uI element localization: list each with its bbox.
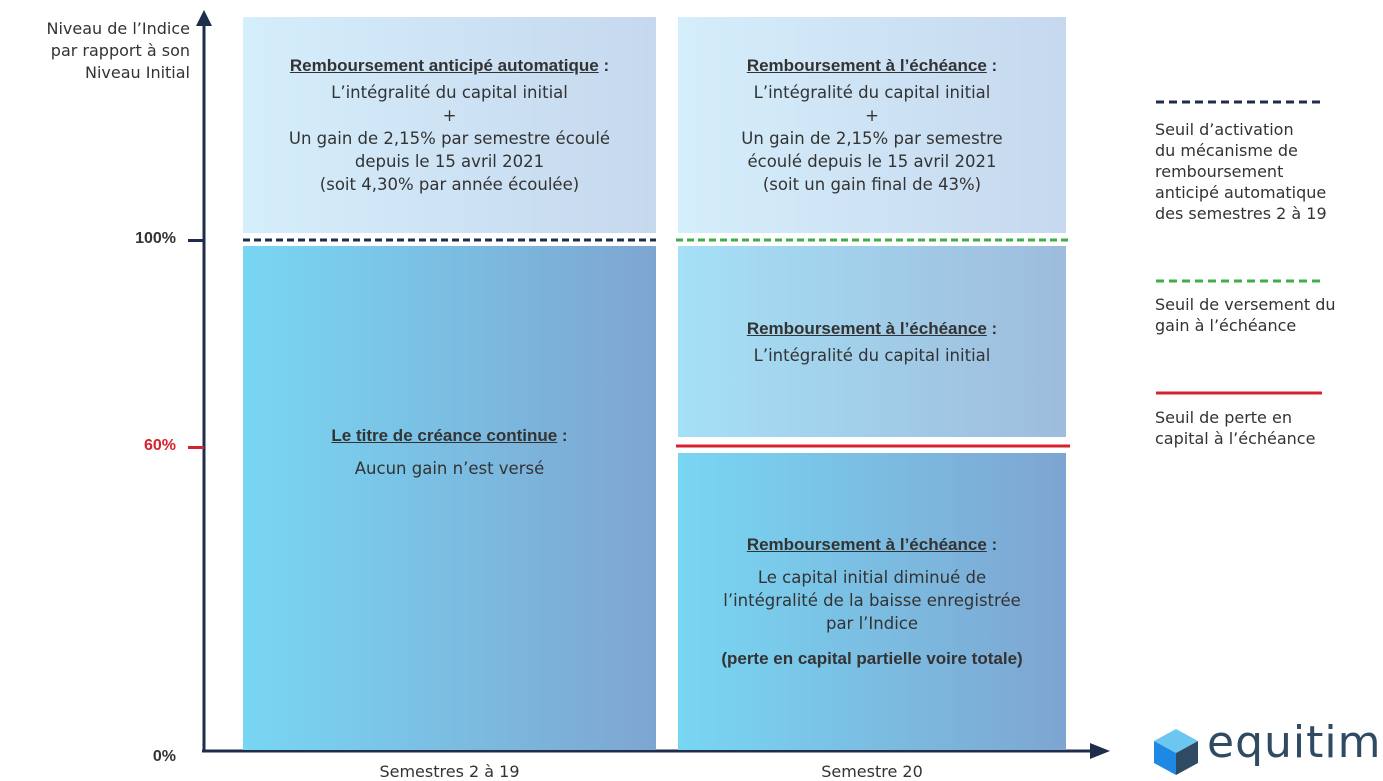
tick-label-100: 100% [135,230,176,247]
box-heading-colon: : [986,535,998,554]
box-heading: Remboursement anticipé automatique : [290,54,609,77]
y-axis-arrowhead [196,10,212,26]
legend-line: capital à l’échéance [1155,429,1316,448]
box-line: par l’Indice [825,614,919,633]
y-axis-label-line: Niveau Initial [84,63,190,82]
y-axis-label-line: par rapport à son [50,41,190,60]
x-category-semester-20: Semestre 20 [821,762,923,781]
legend-loss-text: Seuil de perte en capital à l’échéance [1155,407,1380,449]
box-heading-colon: : [986,318,998,338]
box-heading-text: Remboursement à l’échéance [746,535,987,554]
legend-line: remboursement [1155,162,1284,181]
x-category-semesters-2-19: Semestres 2 à 19 [379,762,520,781]
box-line: + [442,106,457,125]
legend-line: Seuil de versement du [1155,295,1336,314]
box-line: Un gain de 2,15% par semestre [741,129,1003,148]
box-line: (soit un gain final de 43%) [762,175,982,194]
legend-line: Seuil de perte en [1155,408,1292,427]
box-line: Le capital initial diminué de [757,568,987,587]
legend-swatches [1156,100,1322,395]
box-line: L’intégralité du capital initial [753,83,991,102]
box-line: L’intégralité du capital initial [753,345,991,365]
box-heading-text: Remboursement à l’échéance [746,56,987,75]
box-heading: Le titre de créance continue : [331,424,567,447]
box-heading-colon: : [986,56,998,75]
box-heading: Remboursement à l’échéance : [747,533,997,556]
legend-line: anticipé automatique [1155,183,1327,202]
early-redemption-box: Remboursement anticipé automatique : L’i… [243,17,656,233]
box-heading: Remboursement à l’échéance : [747,54,997,77]
final-loss-box: Remboursement à l’échéance : Le capital … [678,453,1066,750]
box-line: (soit 4,30% par année écoulée) [319,175,580,194]
box-line: depuis le 15 avril 2021 [354,152,545,171]
final-capital-box: Remboursement à l’échéance : L’intégrali… [678,246,1066,437]
legend-gain-text: Seuil de versement du gain à l’échéance [1155,294,1380,336]
legend-line: du mécanisme de [1155,141,1298,160]
legend-activation-text: Seuil d’activation du mécanisme de rembo… [1155,119,1380,224]
box-heading: Remboursement à l’échéance : [747,317,997,340]
continuation-box: Le titre de créance continue : Aucun gai… [243,246,656,750]
legend-line: des semestres 2 à 19 [1155,204,1327,223]
box-line: + [865,106,879,125]
box-heading-colon: : [598,56,610,75]
box-line: écoulé depuis le 15 avril 2021 [747,152,997,171]
box-line: L’intégralité du capital initial [331,83,568,102]
tick-mark-60 [188,446,204,449]
box-line: l’intégralité de la baisse enregistrée [723,591,1021,610]
box-heading-text: Remboursement anticipé automatique [289,56,599,75]
x-axis-arrowhead [1090,743,1110,759]
box-heading-text: Remboursement à l’échéance [746,318,987,338]
box-heading-colon: : [557,426,568,445]
tick-label-0: 0% [152,748,176,765]
box-line: Aucun gain n’est versé [354,459,545,478]
loss-emphasis: (perte en capital partielle voire totale… [721,649,1023,668]
legend-line: Seuil d’activation [1155,120,1294,139]
equitim-logo-text: equitim [1207,717,1382,768]
tick-label-60: 60% [143,437,176,454]
equitim-logo-icon [1154,729,1198,775]
y-axis-label: Niveau de l’Indice par rapport à son Niv… [0,18,190,84]
y-axis-label-line: Niveau de l’Indice [46,19,190,38]
box-heading-text: Le titre de créance continue [331,426,558,445]
tick-mark-100 [188,239,204,242]
box-line: Un gain de 2,15% par semestre écoulé [288,129,611,148]
final-gain-box: Remboursement à l’échéance : L’intégrali… [678,17,1066,233]
legend-line: gain à l’échéance [1155,316,1297,335]
